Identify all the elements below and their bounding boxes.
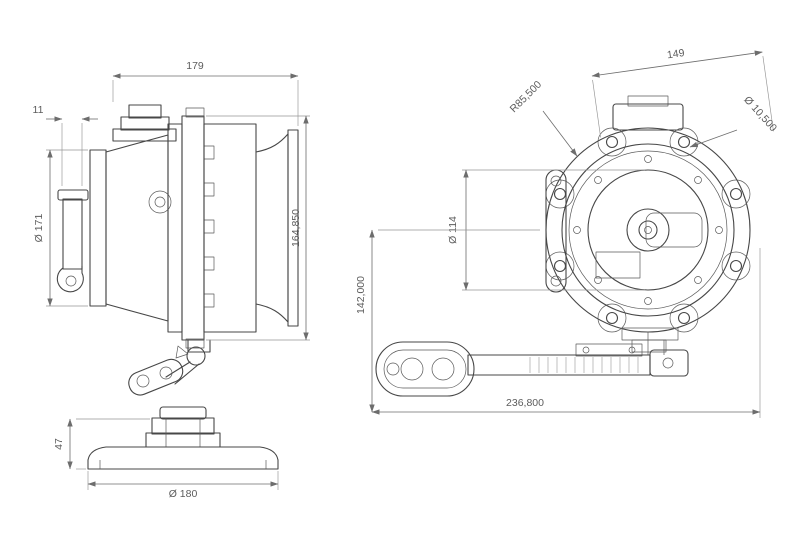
dim-side-overall-width: 179 <box>112 60 299 126</box>
front-ratchet-bracket <box>621 327 679 355</box>
dim-label-164-850: 164,850 <box>290 209 302 247</box>
drum-barrel <box>105 134 169 322</box>
front-top-cap <box>612 95 684 131</box>
pawl-plate <box>595 251 641 279</box>
dim-label-179: 179 <box>186 60 204 72</box>
bolt-tabs <box>185 107 215 349</box>
dim-front-flange-radius: R85,500 <box>508 78 578 157</box>
crank-socket <box>645 212 703 248</box>
dim-front-axis-height: 142,000 <box>355 229 540 413</box>
pedestal <box>145 406 221 448</box>
grip-handle <box>375 341 475 397</box>
dim-side-housing-height: 164,850 <box>206 115 310 341</box>
dim-side-flange-diameter: Ø 171 <box>33 149 88 307</box>
housing-body <box>203 123 257 333</box>
barrel-bolt-detail <box>148 190 172 214</box>
base-plate <box>87 446 279 470</box>
dim-label-236-800: 236,800 <box>506 397 544 409</box>
dim-label-47: 47 <box>53 438 65 450</box>
ratchet-handle <box>128 339 211 396</box>
drum-flange <box>89 149 107 307</box>
end-cap <box>287 129 299 327</box>
dim-label-149: 149 <box>666 47 685 61</box>
flange-ring <box>545 127 751 333</box>
front-view <box>375 95 751 397</box>
side-view <box>56 104 299 396</box>
bolt-ears <box>545 127 751 333</box>
dim-label-r85-500: R85,500 <box>508 78 545 115</box>
dim-label-10-500: Ø 10,500 <box>741 94 779 134</box>
dim-side-bracket-thickness: 11 <box>33 104 98 186</box>
dim-front-top-width: 149 <box>591 47 774 138</box>
bolt-ring <box>181 115 205 341</box>
dim-label-142-000: 142,000 <box>355 276 367 314</box>
dim-label-180: Ø 180 <box>169 488 198 500</box>
dim-label-171: Ø 171 <box>33 214 45 243</box>
lever-arm <box>467 343 689 377</box>
base-view <box>87 406 279 470</box>
mid-ring <box>167 123 183 333</box>
mounting-bracket <box>56 189 89 293</box>
dim-base-height: 47 <box>53 418 150 470</box>
dim-front-bolt-hole: Ø 10,500 <box>689 94 779 148</box>
hub <box>595 208 703 279</box>
face-screws <box>573 155 723 305</box>
dim-label-11: 11 <box>33 104 44 116</box>
dim-front-overall-length: 236,800 <box>371 248 761 418</box>
dim-base-diameter: Ø 180 <box>87 471 279 500</box>
barrel-bolt-inner <box>154 196 166 208</box>
end-bell <box>255 133 289 323</box>
